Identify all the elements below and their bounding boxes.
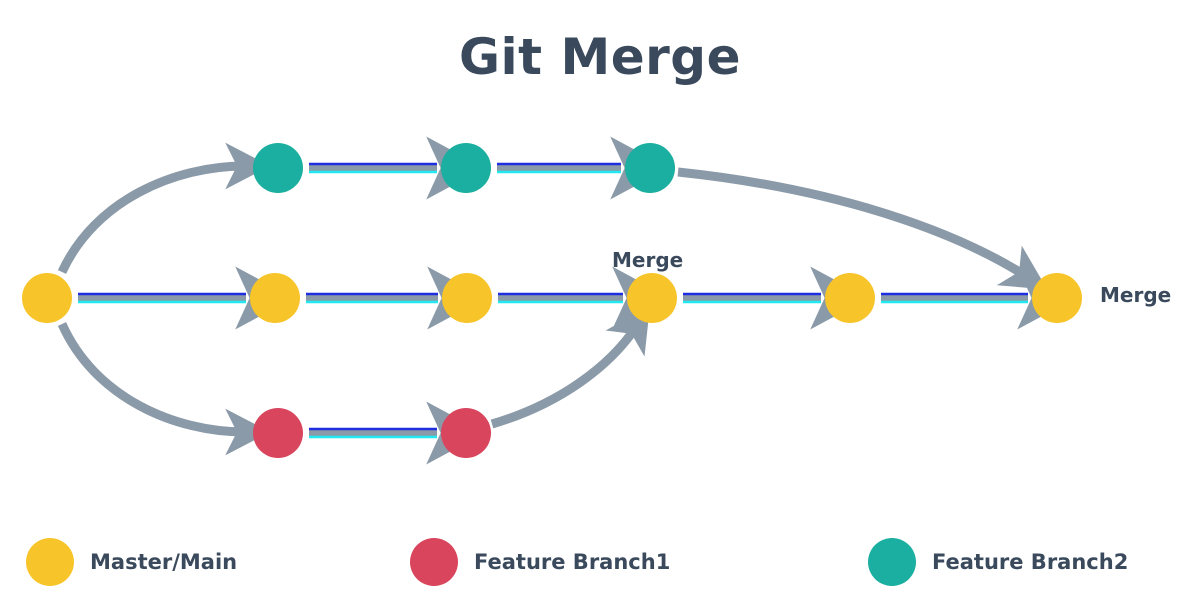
legend-label-feature1: Feature Branch1 bbox=[474, 550, 671, 574]
commit-node-f1b[interactable] bbox=[441, 408, 491, 458]
legend-item-feature1: Feature Branch1 bbox=[410, 532, 670, 592]
branch-to-feature2-arrow bbox=[57, 142, 271, 274]
feature2-b-c-arrow bbox=[497, 136, 669, 200]
commit-node-m5[interactable] bbox=[825, 273, 875, 323]
legend-swatch-feature1-icon bbox=[410, 538, 458, 586]
straight-arrows-group bbox=[78, 136, 1076, 465]
feature1-a-b-arrow bbox=[309, 401, 485, 465]
feature1-merge-to-master-arrow bbox=[490, 306, 650, 429]
master-1-2-arrow bbox=[78, 266, 294, 330]
legend-item-master: Master/Main bbox=[26, 532, 237, 592]
commit-node-m4[interactable] bbox=[627, 273, 677, 323]
legend-label-feature2: Feature Branch2 bbox=[932, 550, 1129, 574]
master-5-6-arrow bbox=[881, 266, 1076, 330]
commit-node-f2c[interactable] bbox=[625, 143, 675, 193]
feature2-merge-to-master-arrow bbox=[677, 167, 1048, 290]
branch-to-feature1-arrow bbox=[57, 322, 271, 456]
commit-node-f1a[interactable] bbox=[253, 408, 303, 458]
legend-item-feature2: Feature Branch2 bbox=[868, 532, 1128, 592]
merge-label-right: Merge bbox=[1100, 283, 1172, 307]
feature2-a-b-arrow bbox=[309, 136, 485, 200]
commit-node-m3[interactable] bbox=[442, 273, 492, 323]
commit-node-f2a[interactable] bbox=[253, 143, 303, 193]
commit-node-f2b[interactable] bbox=[441, 143, 491, 193]
curved-arrows-group bbox=[57, 142, 1048, 456]
master-3-4-arrow bbox=[498, 266, 671, 330]
master-2-3-arrow bbox=[306, 266, 486, 330]
commit-node-m6[interactable] bbox=[1032, 273, 1082, 323]
commit-node-m2[interactable] bbox=[250, 273, 300, 323]
commit-nodes-group bbox=[22, 143, 1082, 458]
legend: Master/Main Feature Branch1 Feature Bran… bbox=[0, 532, 1200, 592]
legend-swatch-master-icon bbox=[26, 538, 74, 586]
master-4-5-arrow bbox=[683, 266, 869, 330]
commit-node-m1[interactable] bbox=[22, 273, 72, 323]
page-title: Git Merge bbox=[458, 28, 741, 86]
legend-label-master: Master/Main bbox=[90, 550, 238, 574]
legend-swatch-feature2-icon bbox=[868, 538, 916, 586]
merge-label-center: Merge bbox=[612, 248, 684, 272]
